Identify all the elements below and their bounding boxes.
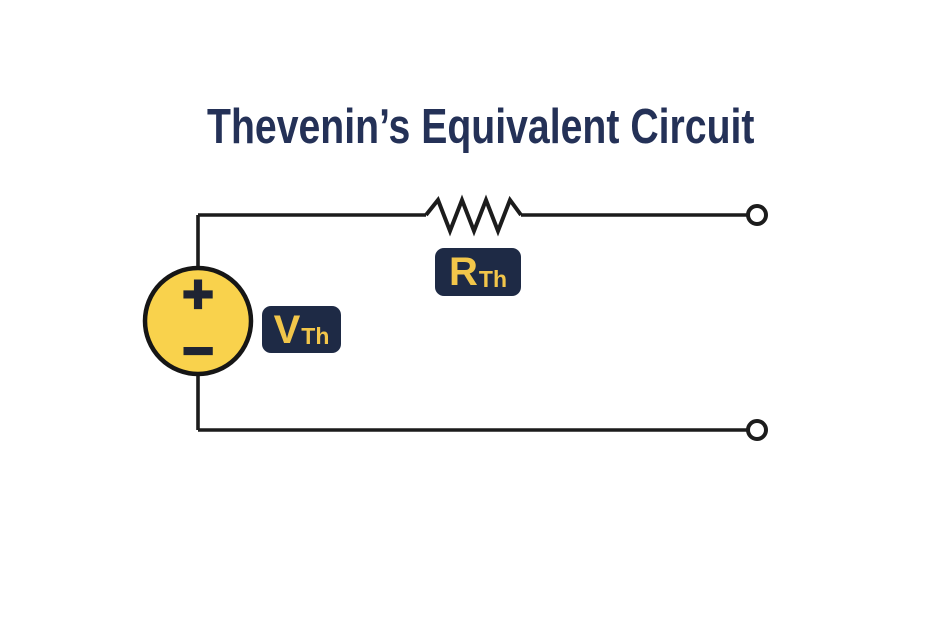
rth-label-badge: R Th bbox=[435, 248, 521, 296]
minus-symbol: − bbox=[182, 321, 214, 381]
output-terminal-top-icon bbox=[746, 204, 768, 226]
vth-label-sub: Th bbox=[301, 323, 330, 349]
resistor-symbol bbox=[424, 194, 523, 237]
output-terminal-bottom-icon bbox=[746, 419, 768, 441]
vth-label-main: V bbox=[273, 307, 301, 352]
diagram-title: Thevenin’s Equivalent Circuit bbox=[207, 100, 755, 154]
vth-label-badge: V Th bbox=[262, 306, 341, 353]
rth-label-main: R bbox=[449, 250, 478, 294]
voltage-source-circle bbox=[142, 265, 254, 377]
plus-symbol: + bbox=[182, 264, 214, 324]
rth-label-sub: Th bbox=[478, 265, 507, 292]
